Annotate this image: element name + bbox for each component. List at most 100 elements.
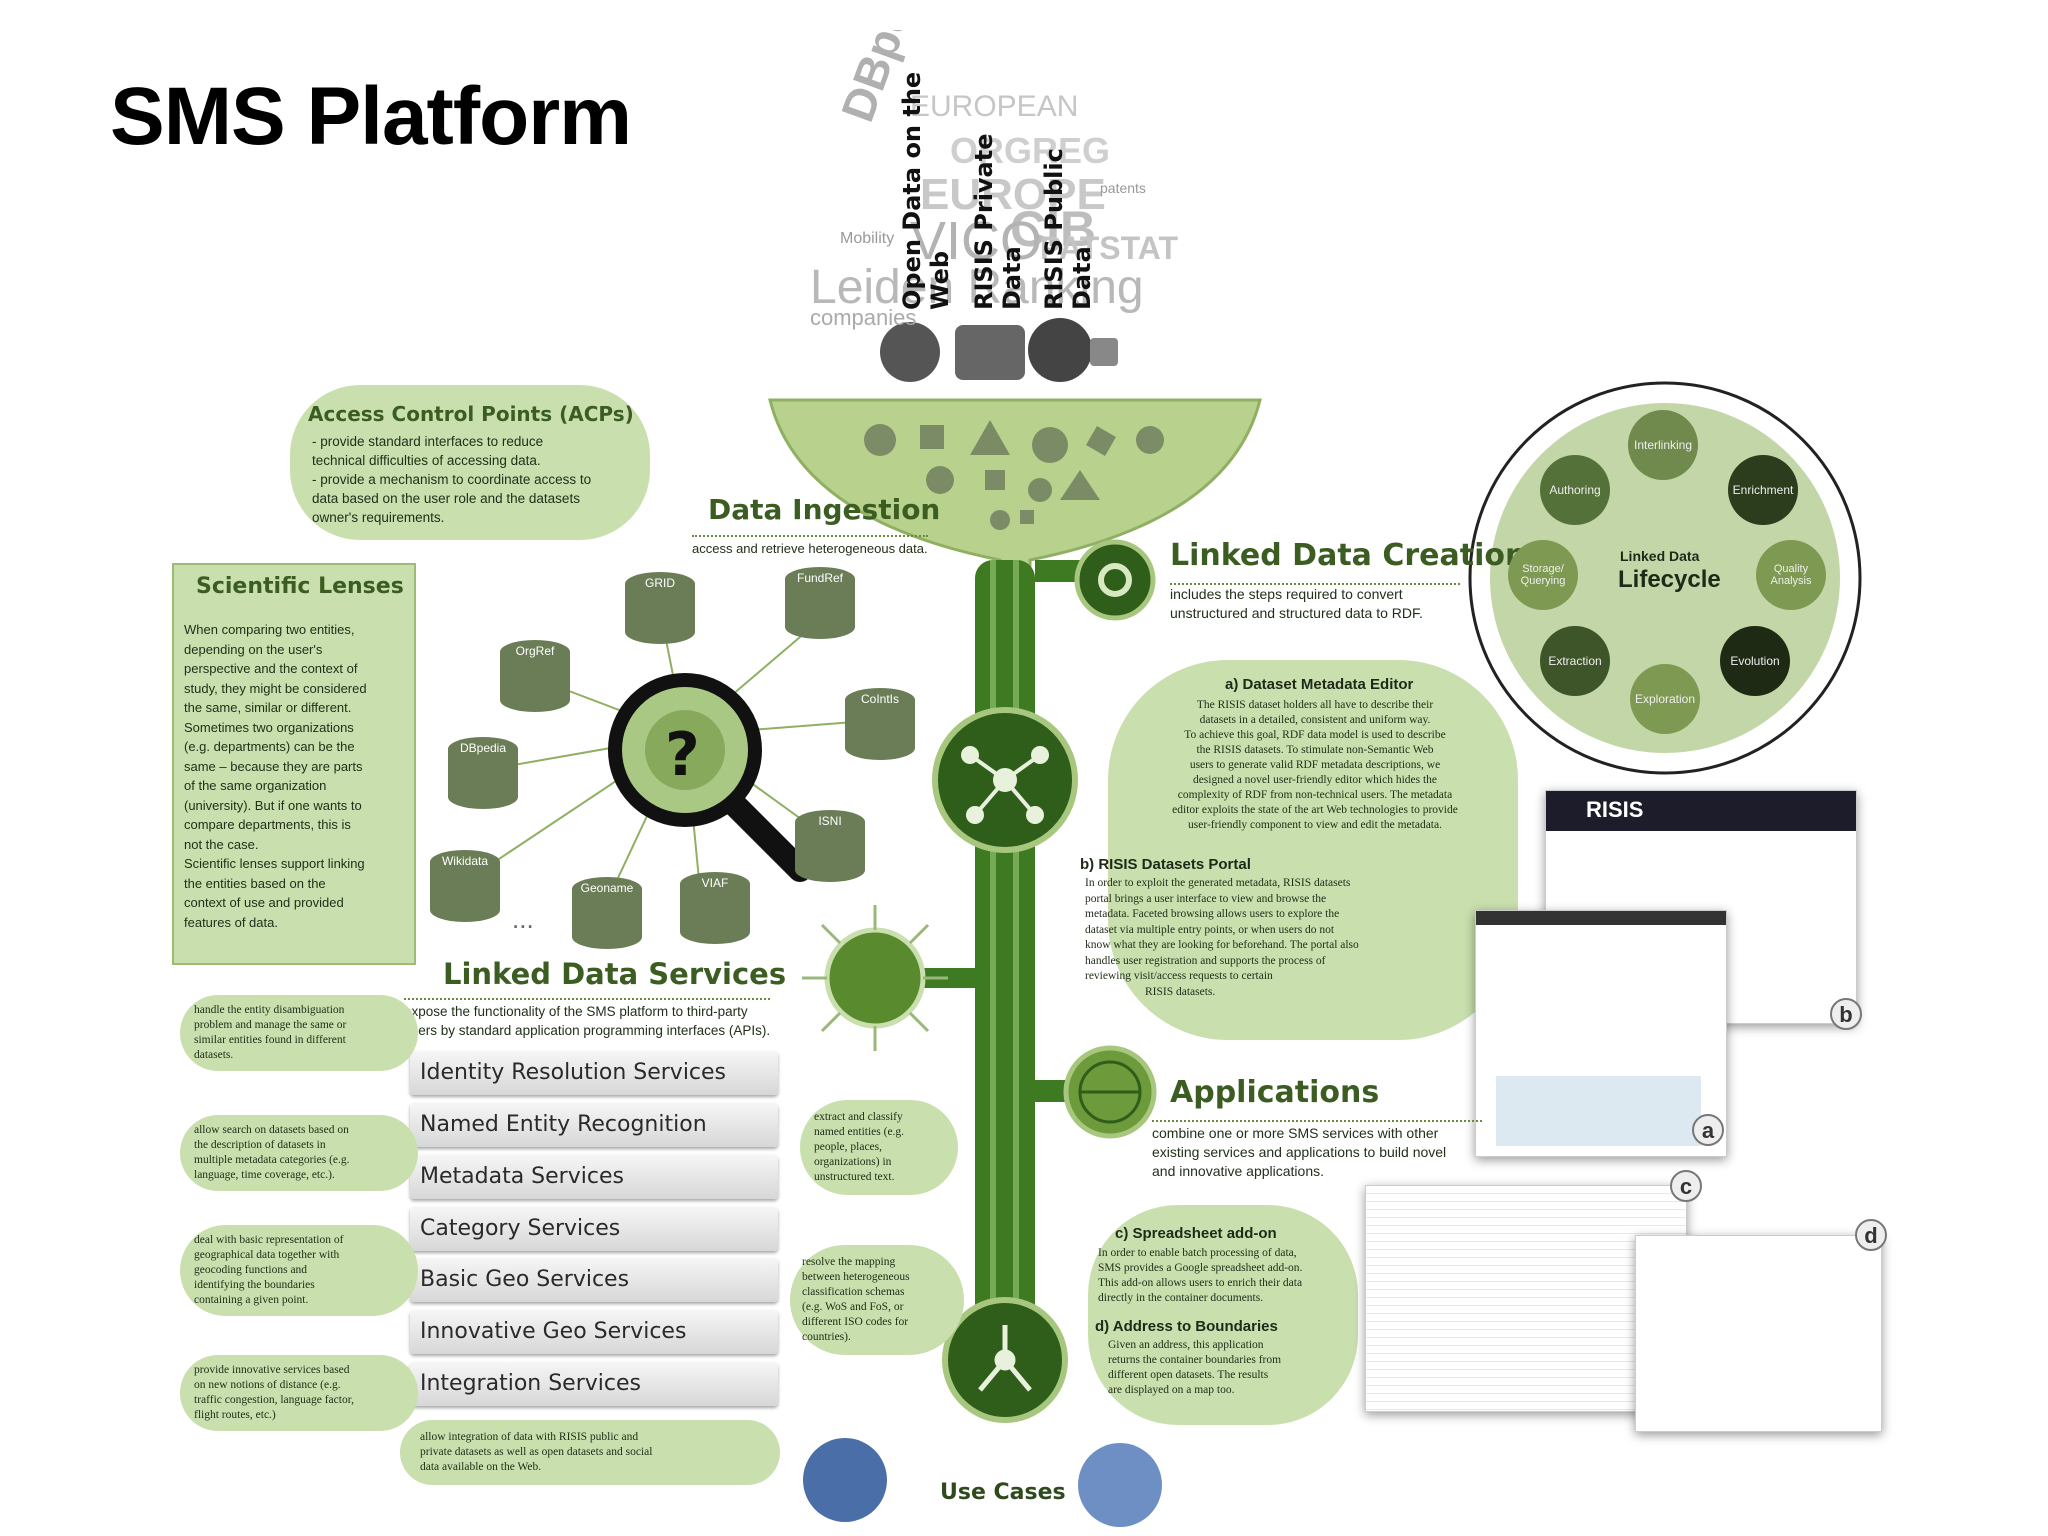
apps-cloud bbox=[1088, 1205, 1358, 1425]
identity-resolution-button[interactable]: Identity Resolution Services bbox=[410, 1051, 778, 1095]
lenses-line: compare departments, this is bbox=[184, 817, 351, 832]
dataset-wikidata: Wikidata bbox=[430, 850, 500, 922]
spreadsheet-line: This add-on allows users to enrich their… bbox=[1098, 1277, 1303, 1289]
dataset-dbpedia: DBpedia bbox=[448, 737, 518, 809]
acp-line: data based on the user role and the data… bbox=[312, 491, 580, 506]
editor-line: The RISIS dataset holders all have to de… bbox=[1196, 699, 1434, 711]
screenshot-panel-a bbox=[1475, 910, 1727, 1157]
lifecycle-stage: Enrichment bbox=[1728, 455, 1798, 525]
note-line: data available on the Web. bbox=[420, 1461, 542, 1473]
dataset-label: OrgRef bbox=[515, 644, 555, 658]
lenses-line: features of data. bbox=[184, 914, 278, 930]
lenses-line: (university). But if one wants to bbox=[184, 797, 362, 813]
lifecycle-stage: Interlinking bbox=[1628, 410, 1698, 480]
note-line: between heterogeneous bbox=[802, 1271, 910, 1283]
page-title: SMS Platform bbox=[110, 71, 632, 162]
cloud-word: CIB bbox=[1010, 201, 1097, 257]
use-case-icon-right bbox=[1078, 1443, 1162, 1527]
note-line: handle the entity disambiguation bbox=[194, 1004, 345, 1016]
cloud-word: patents bbox=[1100, 180, 1146, 196]
lifecycle-title: Lifecycle bbox=[1618, 566, 1721, 593]
note-line: private datasets as well as open dataset… bbox=[420, 1446, 653, 1458]
dataset-label: Wikidata bbox=[441, 854, 488, 868]
creation-title: Linked Data Creation bbox=[1170, 538, 1527, 573]
panel-a-header bbox=[1476, 911, 1726, 925]
stage-label: Extraction bbox=[1548, 654, 1602, 668]
creation-line: includes the steps required to convert bbox=[1170, 586, 1403, 602]
editor-line: user-friendly component to view and edit… bbox=[1188, 819, 1442, 831]
funnel-shapes bbox=[864, 420, 1164, 530]
note-line: geocoding functions and bbox=[194, 1264, 308, 1276]
editor-line: datasets in a detailed, consistent and u… bbox=[1199, 714, 1431, 726]
portal-line: reviewing visit/access requests to certa… bbox=[1085, 970, 1273, 982]
portal-line: In order to exploit the generated metada… bbox=[1085, 877, 1351, 889]
ingestion-title: Data Ingestion bbox=[708, 493, 941, 526]
portal-text: In order to exploit the generated metada… bbox=[1085, 876, 1465, 1000]
applications-line: combine one or more SMS services with ot… bbox=[1152, 1125, 1439, 1141]
lifecycle-stage: Extraction bbox=[1540, 626, 1610, 696]
note-line: containing a given point. bbox=[194, 1294, 309, 1306]
ner-services-button[interactable]: Named Entity Recognition Services bbox=[410, 1103, 778, 1181]
note-line: organizations) in bbox=[814, 1156, 892, 1168]
innovative-geo-services-button[interactable]: Innovative Geo Services bbox=[410, 1310, 778, 1354]
panel-a-map bbox=[1496, 1076, 1701, 1146]
note-line: countries). bbox=[802, 1331, 851, 1343]
node-creation-gear bbox=[1074, 539, 1156, 621]
editor-text: The RISIS dataset holders all have to de… bbox=[1125, 698, 1505, 833]
acp-cloud bbox=[290, 385, 650, 540]
lenses-line: not the case. bbox=[184, 836, 259, 852]
acp-line: - provide a mechanism to coordinate acce… bbox=[312, 472, 592, 487]
applications-line: and innovative applications. bbox=[1152, 1163, 1325, 1179]
dataset-label: VIAF bbox=[701, 876, 729, 890]
dataset-cointis: CoIntIs bbox=[845, 688, 915, 760]
dataset-label: GRID bbox=[645, 576, 675, 590]
category-services-button[interactable]: Category Services bbox=[410, 1207, 778, 1251]
badge-a: a bbox=[1692, 1114, 1724, 1146]
note-line: (e.g. WoS and FoS, or bbox=[802, 1301, 904, 1313]
note-line: similar entities found in different bbox=[194, 1034, 346, 1046]
dataset-label: Geoname bbox=[580, 881, 634, 895]
editor-line: the RISIS datasets. To stimulate non-Sem… bbox=[1196, 744, 1434, 756]
cloud-word: PATSTAT bbox=[1040, 230, 1179, 266]
applications-text: combine one or more SMS services with ot… bbox=[1152, 1120, 1482, 1181]
spreadsheet-line: directly in the container documents. bbox=[1098, 1292, 1264, 1304]
note-integration: allow integration of data with RISIS pub… bbox=[400, 1420, 780, 1485]
note-line: provide innovative services based bbox=[194, 1364, 350, 1376]
boundaries-text: Given an address, this application retur… bbox=[1108, 1338, 1348, 1398]
lenses-text: When comparing two entities, depending o… bbox=[184, 620, 409, 932]
dataset-orgref: OrgRef bbox=[500, 640, 570, 712]
dataset-label: ISNI bbox=[818, 814, 842, 828]
basic-geo-services-button[interactable]: Basic Geo Services bbox=[410, 1258, 778, 1302]
lenses-line: the same, similar or different. bbox=[184, 700, 352, 715]
lifecycle-title-small: Linked Data bbox=[1620, 548, 1700, 564]
editor-title: a) Dataset Metadata Editor bbox=[1225, 676, 1414, 693]
stage-label: Exploration bbox=[1634, 692, 1696, 706]
acp-line: - provide standard interfaces to reduce bbox=[312, 434, 544, 449]
editor-line: To achieve this goal, RDF data model is … bbox=[1184, 729, 1446, 741]
lifecycle-stage: Quality Analysis bbox=[1756, 540, 1826, 610]
use-case-icon-left bbox=[803, 1438, 887, 1522]
lenses-line: Scientific lenses support linking bbox=[184, 856, 365, 871]
lenses-panel bbox=[172, 563, 416, 965]
spreadsheet-line: In order to enable batch processing of d… bbox=[1098, 1247, 1297, 1259]
note-identity: handle the entity disambiguation problem… bbox=[180, 995, 418, 1071]
integration-services-button[interactable]: Integration Services bbox=[410, 1362, 778, 1406]
cloud-word: Leiden Ranking bbox=[810, 261, 1144, 314]
lenses-line: depending on the user's bbox=[184, 641, 323, 657]
portal-title: b) RISIS Datasets Portal bbox=[1080, 856, 1251, 873]
lifecycle-stage: Storage/ Querying bbox=[1508, 540, 1578, 610]
lifecycle-stage: Evolution bbox=[1720, 626, 1790, 696]
spreadsheet-text: In order to enable batch processing of d… bbox=[1098, 1246, 1348, 1306]
services-line: users by standard application programmin… bbox=[404, 1023, 771, 1038]
label-open-data: Open Data on the Web bbox=[898, 71, 954, 310]
portal-line: RISIS datasets. bbox=[1145, 985, 1216, 998]
services-line: expose the functionality of the SMS plat… bbox=[404, 1004, 748, 1019]
stage-label: Quality Analysis bbox=[1770, 563, 1812, 587]
risis-header: RISIS bbox=[1546, 791, 1856, 831]
cloud-word: Mobility bbox=[840, 230, 895, 247]
note-line: extract and classify bbox=[814, 1111, 903, 1123]
note-line: deal with basic representation of bbox=[194, 1234, 344, 1246]
note-line: multiple metadata categories (e.g. bbox=[194, 1154, 350, 1166]
metadata-services-button[interactable]: Metadata Services bbox=[410, 1155, 778, 1199]
note-line: problem and manage the same or bbox=[194, 1019, 347, 1031]
